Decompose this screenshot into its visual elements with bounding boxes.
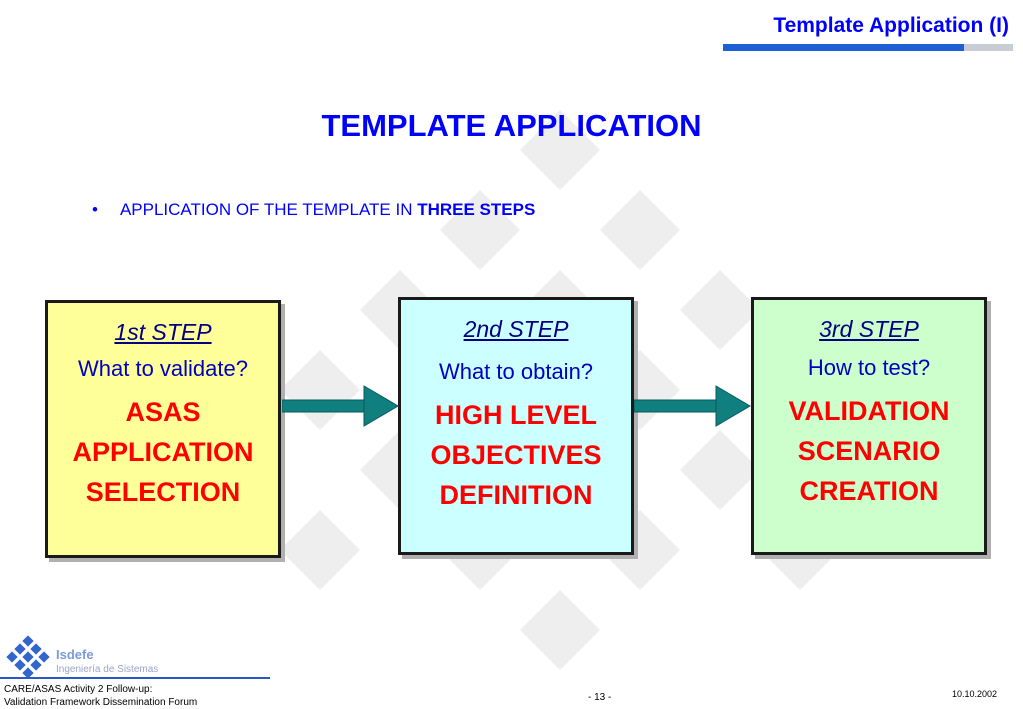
step-question: How to test? xyxy=(807,355,931,380)
step-result-line: HIGH LEVEL xyxy=(434,400,597,430)
step-result-line: SELECTION xyxy=(85,477,241,507)
step-label: 1st STEP xyxy=(114,319,212,345)
page-number: - 13 - xyxy=(588,692,612,703)
bullet-text-bold: THREE STEPS xyxy=(417,200,536,219)
step-result-line: VALIDATION xyxy=(788,396,950,426)
logo-name: Isdefe xyxy=(56,647,94,662)
page-title: TEMPLATE APPLICATION xyxy=(321,108,702,143)
footer-line-1: CARE/ASAS Activity 2 Follow-up: xyxy=(4,684,153,695)
step-question: What to validate? xyxy=(78,356,248,381)
isdefe-logo-icon xyxy=(6,635,50,679)
bullet-item: • APPLICATION OF THE TEMPLATE IN THREE ST… xyxy=(92,200,535,220)
step-box-1: 1st STEP What to validate? ASAS APPLICAT… xyxy=(45,300,281,558)
step-result-line: SCENARIO xyxy=(797,436,941,466)
footer-line-2: Validation Framework Dissemination Forum xyxy=(4,697,198,708)
step-box-3: 3rd STEP How to test? VALIDATION SCENARI… xyxy=(751,297,987,555)
step-question: What to obtain? xyxy=(438,359,594,384)
footer-date: 10.10.2002 xyxy=(952,689,998,699)
step-result: ASAS APPLICATION SELECTION xyxy=(48,392,278,512)
step-result: HIGH LEVEL OBJECTIVES DEFINITION xyxy=(401,395,631,515)
bullet-marker: • xyxy=(92,200,98,219)
step-result-line: OBJECTIVES xyxy=(430,440,602,470)
footer-rule xyxy=(0,677,270,679)
step-label: 3rd STEP xyxy=(819,316,919,342)
bullet-text: APPLICATION OF THE TEMPLATE IN xyxy=(119,200,418,219)
header-blue-rule-renders xyxy=(723,44,964,51)
step-box-2: 2nd STEP What to obtain? HIGH LEVEL OBJE… xyxy=(398,297,634,555)
header-title: Template Application (I) xyxy=(773,14,1009,37)
step-result: VALIDATION SCENARIO CREATION xyxy=(754,391,984,511)
step-result-line: ASAS xyxy=(125,397,201,427)
logo-subtitle: Ingeniería de Sistemas xyxy=(56,664,159,675)
footer-caption: CARE/ASAS Activity 2 Follow-up: Validati… xyxy=(4,683,197,709)
step-result-line: APPLICATION xyxy=(72,437,254,467)
step-result-line: DEFINITION xyxy=(439,480,593,510)
arrow-right-icon xyxy=(634,385,751,427)
step-label: 2nd STEP xyxy=(463,316,569,342)
step-result-line: CREATION xyxy=(799,476,939,506)
arrow-right-icon xyxy=(282,385,399,427)
